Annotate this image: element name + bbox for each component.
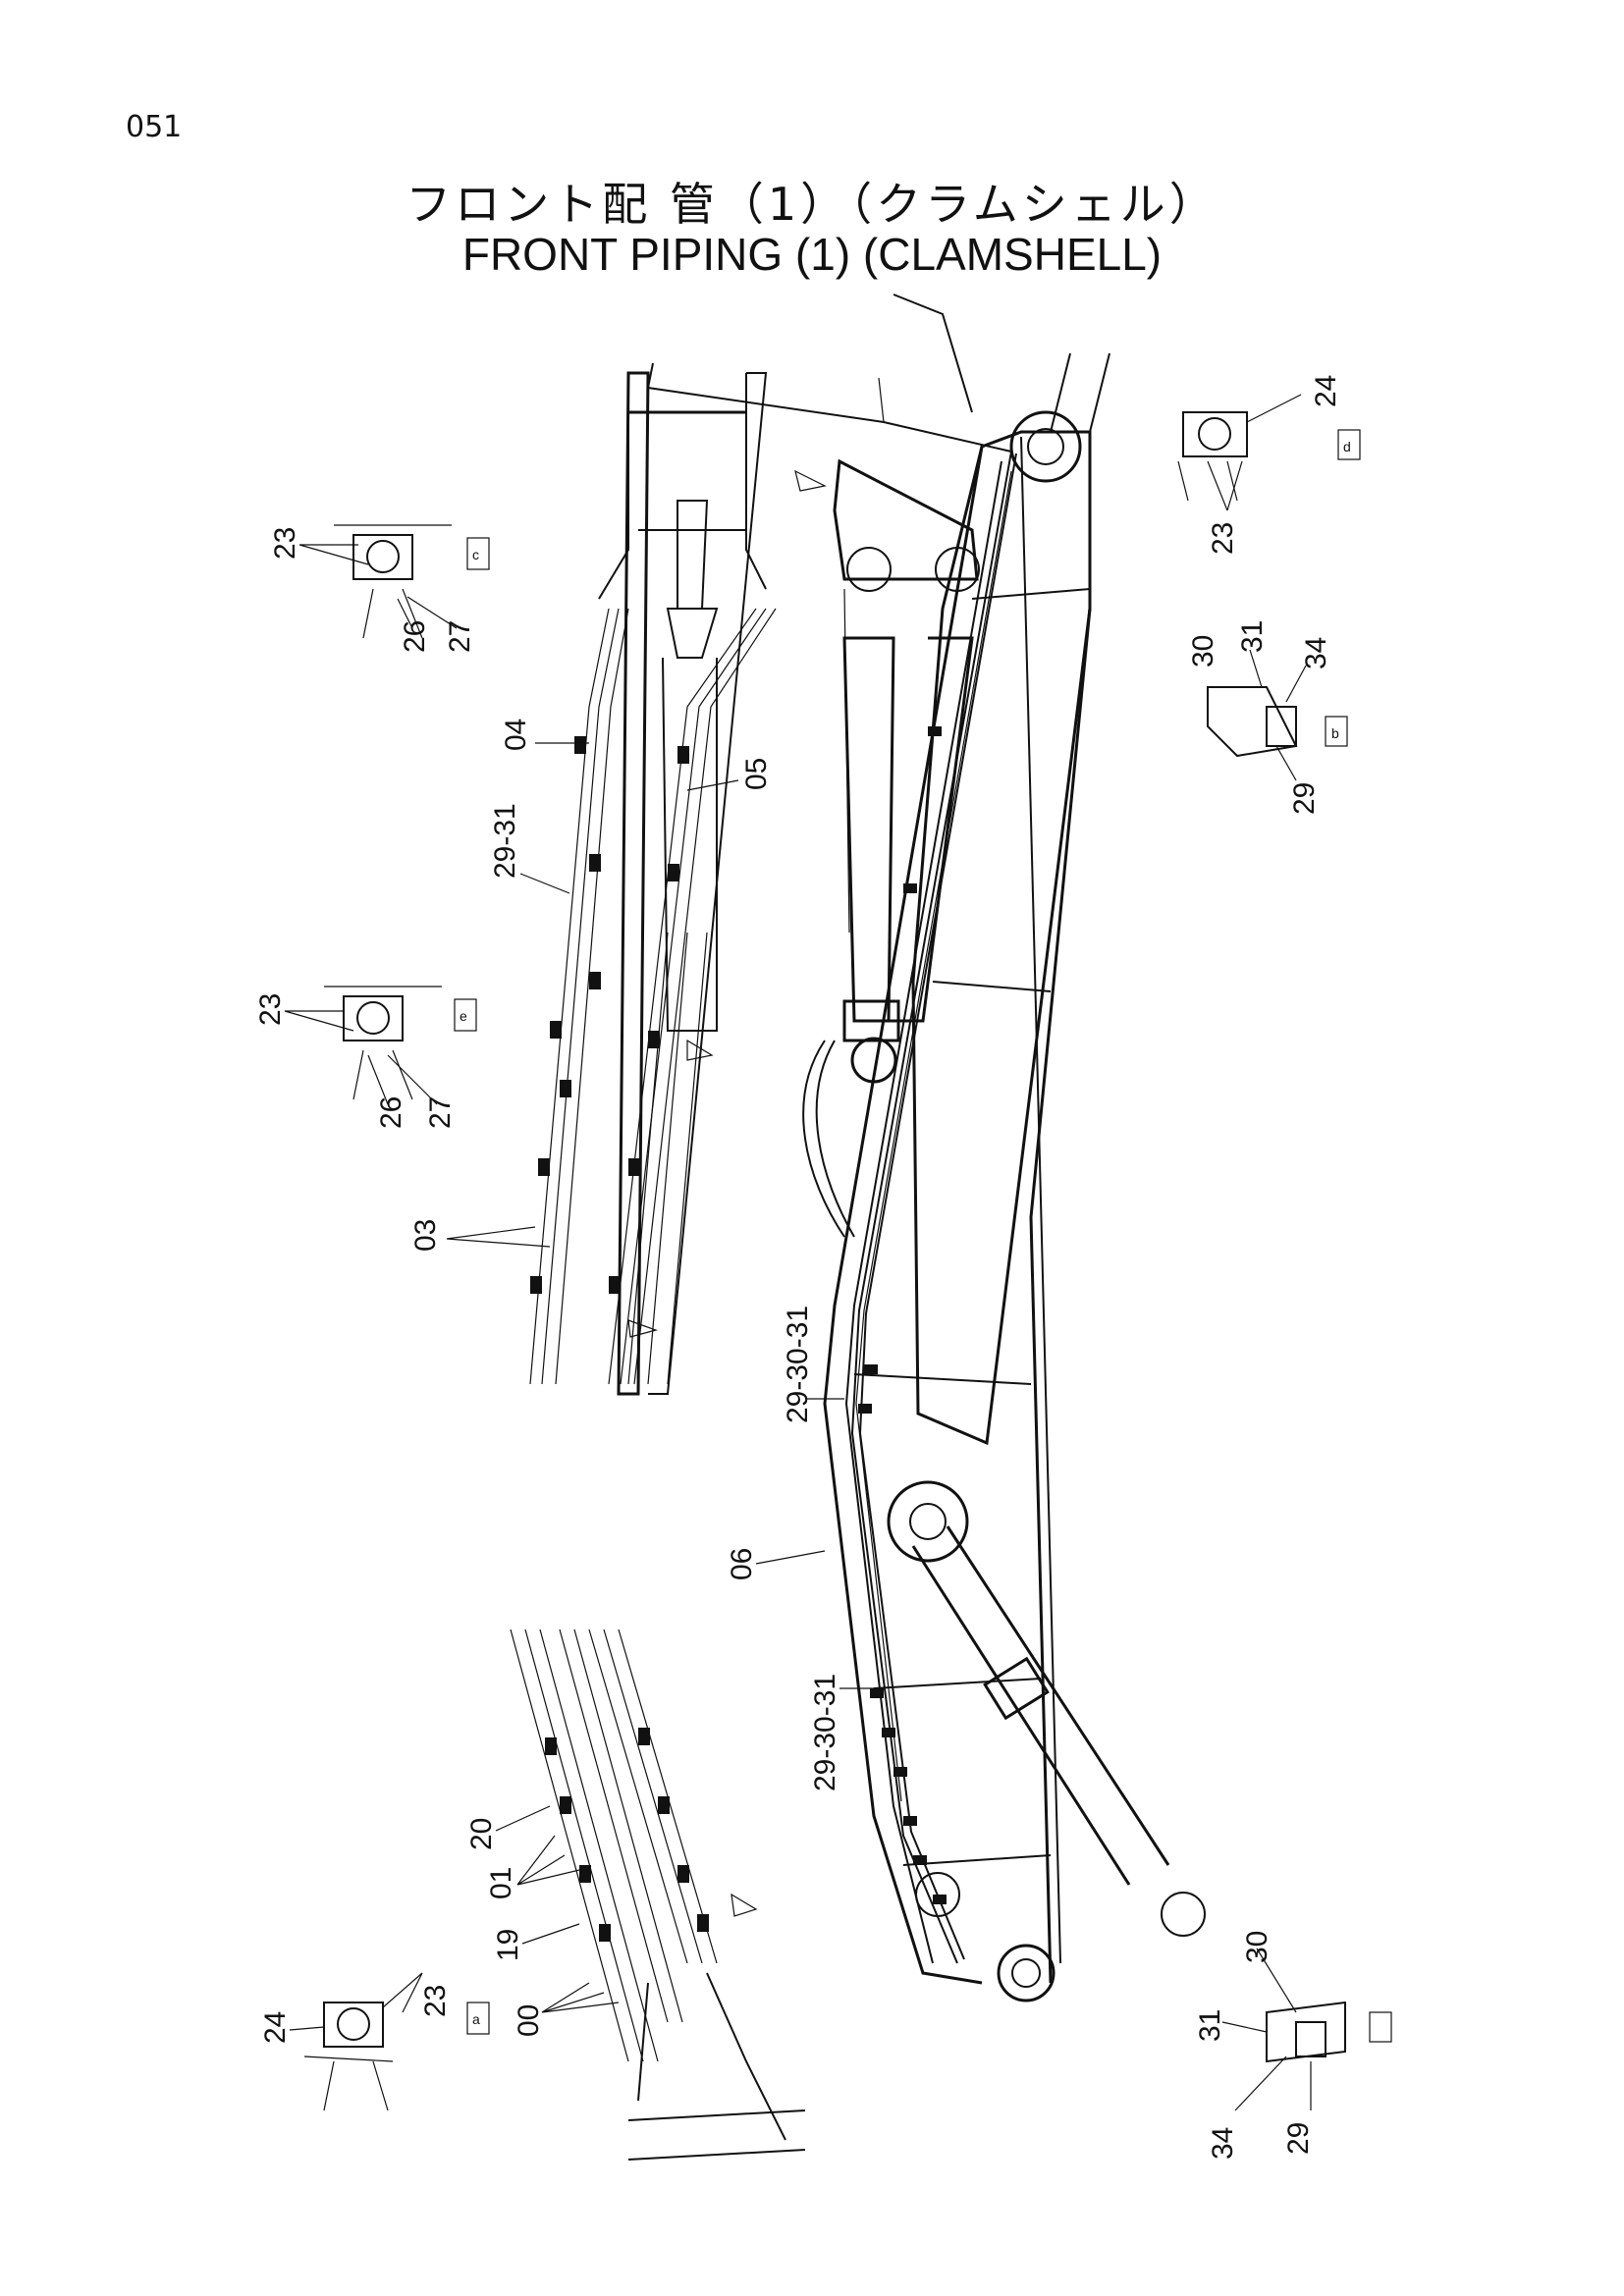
callout-29-br: 29: [1282, 2122, 1315, 2155]
callout-00: 00: [513, 2004, 545, 2037]
view-b-label: b: [1331, 725, 1339, 741]
callout-29-30-31-a: 29-30-31: [782, 1306, 814, 1423]
boom-cylinder: [887, 1480, 1206, 1937]
view-d-label: d: [1343, 439, 1351, 454]
callout-31-r: 31: [1236, 620, 1269, 653]
clamp-detail-b: [1207, 686, 1348, 758]
callout-23-mid: 23: [254, 993, 287, 1026]
clamp-detail-d: [1177, 411, 1361, 502]
callout-31-br: 31: [1194, 2009, 1226, 2042]
title-english: FRONT PIPING (1) (CLAMSHELL): [461, 229, 1163, 280]
callout-30-br: 30: [1241, 1931, 1273, 1963]
callout-34-br: 34: [1207, 2127, 1239, 2160]
callout-03: 03: [409, 1219, 442, 1252]
callout-01: 01: [485, 1867, 517, 1899]
callout-19: 19: [492, 1929, 524, 1961]
view-c-label: c: [472, 547, 479, 562]
callout-27-mid: 27: [424, 1096, 457, 1129]
boom-pipes: [646, 362, 1017, 1964]
callout-29-r: 29: [1288, 782, 1321, 815]
clamp-detail-a: [303, 2002, 490, 2111]
callout-27-top: 27: [444, 620, 476, 653]
callout-29-31: 29-31: [489, 803, 521, 879]
callout-30-r: 30: [1187, 635, 1219, 667]
callout-26-top: 26: [399, 620, 431, 653]
view-a-label: a: [472, 2011, 480, 2027]
title-japanese: フロント配 管（1）（クラムシェル）: [406, 178, 1218, 231]
lower-arm-pipes: [510, 1629, 806, 2161]
callout-05: 05: [740, 758, 773, 790]
view-markers: c d b e a: [460, 439, 1351, 2027]
clamp-detail-f: [1266, 2001, 1392, 2063]
callout-20: 20: [465, 1818, 498, 1850]
callout-labels: 23 26 27 04 05 29-31 23 26 27 03 24 23 3…: [254, 375, 1342, 2160]
page-number: 051: [126, 110, 183, 144]
clamp-detail-c: [334, 524, 490, 639]
callout-26-mid: 26: [375, 1096, 407, 1129]
view-e-label: e: [460, 1008, 467, 1024]
leader-lines: [284, 394, 1312, 2111]
callout-29-30-31-b: 29-30-31: [809, 1674, 841, 1791]
callout-04: 04: [500, 719, 532, 751]
boom-outline: [823, 352, 1110, 2002]
callout-24-tr: 24: [1310, 375, 1342, 407]
callout-24-bl: 24: [259, 2011, 292, 2044]
arm-assembly: [529, 371, 827, 1396]
callout-23-top: 23: [269, 527, 301, 560]
callout-34-r: 34: [1300, 637, 1332, 669]
callout-06: 06: [726, 1548, 758, 1580]
clamp-detail-e: [324, 986, 477, 1100]
arm-cylinder: [802, 294, 980, 1238]
callout-23-tr: 23: [1207, 522, 1239, 555]
callout-23-bl: 23: [419, 1985, 452, 2017]
